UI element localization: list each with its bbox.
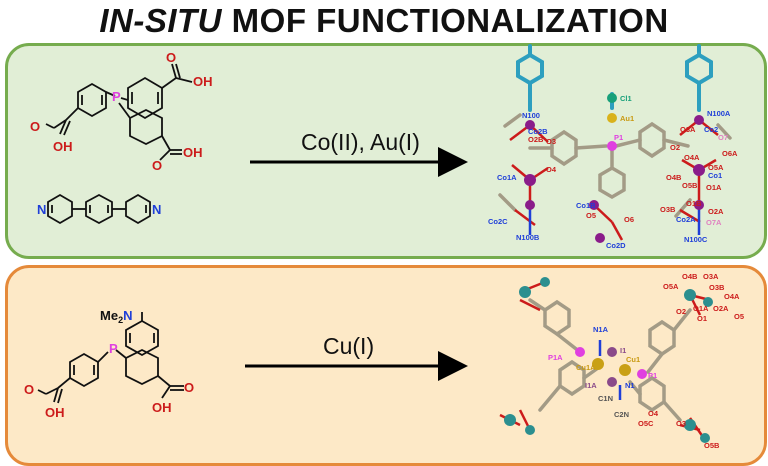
atom-label: Co2 bbox=[704, 125, 718, 134]
bottom-crystal-structure bbox=[499, 277, 713, 443]
bottom-phosphine-ligand bbox=[37, 312, 184, 404]
atom-label: O2A bbox=[713, 304, 729, 313]
atom-label: P1 bbox=[614, 133, 623, 142]
atom-label: O5A bbox=[708, 163, 724, 172]
top-reagents-label: Co(II), Au(I) bbox=[301, 129, 420, 155]
atom-label: Cu1 bbox=[626, 355, 640, 364]
hydroxyl-label: OH bbox=[45, 405, 65, 420]
atom-label: O3A bbox=[680, 125, 696, 134]
atom-label: O5A bbox=[663, 282, 679, 291]
atom-label: O4B bbox=[682, 272, 698, 281]
atom-label: O2 bbox=[670, 143, 680, 152]
nitrogen-label: N bbox=[37, 202, 46, 217]
atom-label: N100B bbox=[516, 233, 540, 242]
oxygen-label: O bbox=[184, 380, 194, 395]
atom-label: O4B bbox=[666, 173, 682, 182]
top-ligand-atom-labels: P O OH O OH O OH bbox=[30, 50, 213, 173]
hydroxyl-label: OH bbox=[183, 145, 203, 160]
atom-label: O5B bbox=[704, 441, 720, 450]
oxygen-label: O bbox=[24, 382, 34, 397]
atom-label: Au1 bbox=[620, 114, 634, 123]
atom-label: Co2D bbox=[606, 241, 626, 250]
atom-label: O4 bbox=[546, 165, 557, 174]
top-crystal-labels: N100 Co2B O2B O3 O4 Co1A Co2C N100B Cl1 … bbox=[488, 94, 738, 250]
phosphorus-label: P bbox=[109, 341, 118, 356]
top-crystal-structure bbox=[498, 44, 732, 243]
atom-label: I1 bbox=[620, 346, 626, 355]
atom-label: O1A bbox=[693, 304, 709, 313]
atom-label: P1 bbox=[648, 371, 657, 380]
atom-label: C1N bbox=[598, 394, 613, 403]
atom-label: O3 bbox=[676, 419, 686, 428]
atom-label: N1 bbox=[625, 381, 635, 390]
atom-label: C2N bbox=[614, 410, 629, 419]
atom-label: O2 bbox=[676, 307, 686, 316]
phosphorus-label: P bbox=[112, 89, 121, 104]
top-phosphine-ligand bbox=[45, 63, 193, 161]
atom-label: Co2C bbox=[488, 217, 508, 226]
atom-label: O2A bbox=[708, 207, 724, 216]
atom-label: Co1A bbox=[497, 173, 517, 182]
dimethylamino-label: Me2N bbox=[100, 308, 132, 325]
top-reaction-panel bbox=[5, 43, 767, 259]
figure-title: IN-SITU MOF FUNCTIONALIZATION bbox=[0, 0, 768, 42]
bottom-crystal-labels: O4B O3A O5A O3B O4A O1A O2A O5 O2 O1 N1A… bbox=[548, 272, 744, 450]
hydroxyl-label: OH bbox=[53, 139, 73, 154]
atom-label: I1A bbox=[585, 381, 597, 390]
atom-label: N100 bbox=[522, 111, 540, 120]
atom-label: O5 bbox=[586, 211, 596, 220]
bottom-ligand-atom-labels: Me2N P O OH O OH bbox=[24, 308, 194, 420]
atom-label: Co1B bbox=[576, 201, 596, 210]
atom-label: O3B bbox=[709, 283, 725, 292]
atom-label: N100C bbox=[684, 235, 708, 244]
atom-label: O1 bbox=[697, 314, 707, 323]
atom-label: O7A bbox=[706, 218, 722, 227]
atom-label: N100A bbox=[707, 109, 731, 118]
atom-label: O3B bbox=[660, 205, 676, 214]
atom-label: O7 bbox=[718, 133, 728, 142]
atom-label: Cl1 bbox=[620, 94, 632, 103]
atom-label: O6 bbox=[624, 215, 634, 224]
nitrogen-label: N bbox=[152, 202, 161, 217]
atom-label: O1B bbox=[686, 199, 702, 208]
hydroxyl-label: OH bbox=[152, 400, 172, 415]
atom-label: O5 bbox=[734, 312, 744, 321]
atom-label: N1A bbox=[593, 325, 609, 334]
atom-label: Cu1A bbox=[576, 363, 596, 372]
oxygen-label: O bbox=[152, 158, 162, 173]
title-rest: MOF FUNCTIONALIZATION bbox=[222, 2, 669, 39]
atom-label: Co1 bbox=[708, 171, 722, 180]
atom-label: O1A bbox=[706, 183, 722, 192]
top-bipyridyl-nitrogens: N N bbox=[37, 202, 161, 217]
hydroxyl-label: OH bbox=[193, 74, 213, 89]
atom-label: O4A bbox=[724, 292, 740, 301]
atom-label: O5B bbox=[682, 181, 698, 190]
atom-label: Co2B bbox=[528, 127, 548, 136]
atom-label: O3 bbox=[546, 137, 556, 146]
oxygen-label: O bbox=[166, 50, 176, 65]
atom-label: O5C bbox=[638, 419, 654, 428]
atom-label: O4 bbox=[648, 409, 659, 418]
atom-label: O3A bbox=[703, 272, 719, 281]
bottom-reagents-label: Cu(I) bbox=[323, 333, 375, 359]
title-italic: IN-SITU bbox=[99, 2, 222, 39]
top-bipyridyl-linker bbox=[47, 193, 151, 225]
atom-label: P1A bbox=[548, 353, 563, 362]
oxygen-label: O bbox=[30, 119, 40, 134]
atom-label: Co2A bbox=[676, 215, 696, 224]
atom-label: O2B bbox=[528, 135, 544, 144]
atom-label: O4A bbox=[684, 153, 700, 162]
atom-label: O6A bbox=[722, 149, 738, 158]
